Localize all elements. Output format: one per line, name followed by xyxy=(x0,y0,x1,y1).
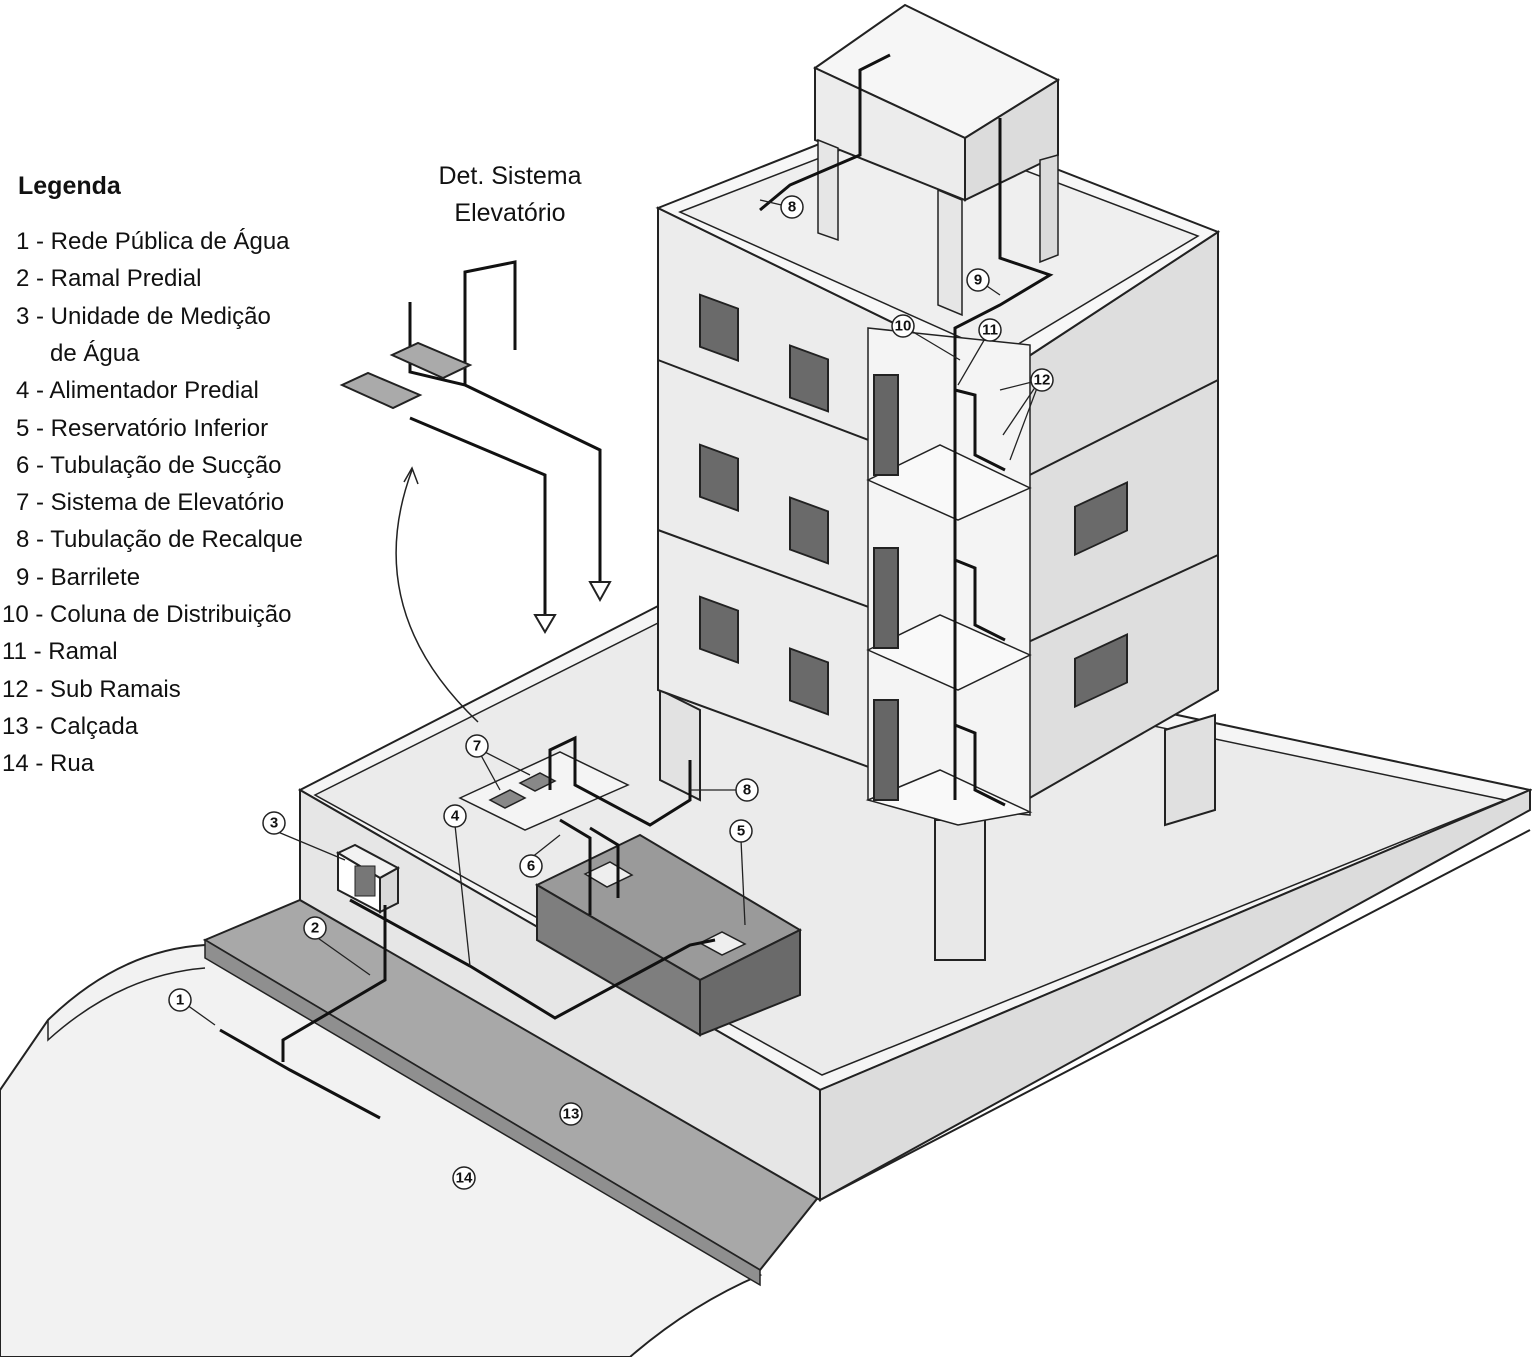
legend-item: 1 - Rede Pública de Água xyxy=(16,228,290,255)
sidewalk xyxy=(202,898,822,1287)
svg-text:13: 13 xyxy=(563,1106,580,1123)
callout-4: 4 xyxy=(443,804,467,828)
legend-item: 12 - Sub Ramais xyxy=(2,675,181,703)
legend-item: 13 - Calçada xyxy=(2,712,139,740)
svg-text:4: 4 xyxy=(451,808,460,825)
svg-text:12: 12 xyxy=(1034,372,1051,389)
callout-6: 6 xyxy=(519,854,543,878)
svg-text:7: 7 xyxy=(473,738,481,755)
legend-item: 2 - Ramal Predial xyxy=(16,265,202,293)
legend-item: 11 - Ramal xyxy=(2,638,118,666)
callout-2: 2 xyxy=(303,916,327,940)
detail-arrow xyxy=(395,466,479,723)
svg-text:8: 8 xyxy=(743,782,751,799)
callout-5: 5 xyxy=(729,819,753,843)
svg-text:1: 1 xyxy=(176,992,184,1009)
legend-item: 4 - Alimentador Predial xyxy=(16,377,259,405)
legend-item: 10 - Coluna de Distribuição xyxy=(2,601,292,628)
legend-item: de Água xyxy=(50,339,140,367)
svg-text:11: 11 xyxy=(982,322,998,339)
svg-text:6: 6 xyxy=(527,858,535,875)
svg-text:14: 14 xyxy=(456,1170,473,1187)
pipes xyxy=(219,53,1054,1120)
svg-text:5: 5 xyxy=(737,823,745,840)
svg-text:2: 2 xyxy=(311,920,319,937)
legend-title: Legenda xyxy=(18,172,121,200)
pump-pad xyxy=(458,751,630,831)
svg-text:9: 9 xyxy=(974,272,982,289)
lower-reservoir xyxy=(534,833,803,1037)
callout-8-lower: 8 xyxy=(735,778,759,802)
legend-item: 9 - Barrilete xyxy=(16,563,141,591)
callout-13: 13 xyxy=(559,1102,583,1126)
callout-12: 12 xyxy=(1030,368,1054,392)
callout-7: 7 xyxy=(465,734,489,758)
detail-title-line1: Det. Sistema xyxy=(438,162,582,190)
legend-item: 7 - Sistema de Elevatório xyxy=(16,489,285,517)
svg-text:10: 10 xyxy=(895,318,912,335)
svg-text:3: 3 xyxy=(270,815,278,832)
detail-title: Det. Sistema Elevatório xyxy=(400,158,620,232)
svg-text:8: 8 xyxy=(788,199,796,216)
legend-item: 3 - Unidade de Medição xyxy=(16,302,271,330)
legend-item: 6 - Tubulação de Sucção xyxy=(16,451,282,479)
detail-title-line2: Elevatório xyxy=(454,199,566,227)
callouts: 1 2 3 4 5 6 7 8 8 9 10 11 12 13 14 xyxy=(168,195,1054,1190)
callout-10: 10 xyxy=(891,314,915,338)
callout-11: 11 xyxy=(978,318,1002,342)
callout-1: 1 xyxy=(168,988,192,1012)
legend-item: 14 - Rua xyxy=(2,750,95,778)
legend-item: 8 - Tubulação de Recalque xyxy=(16,526,303,554)
callout-8-roof: 8 xyxy=(780,195,804,219)
callout-14: 14 xyxy=(452,1166,476,1190)
lot-wall xyxy=(297,603,1532,1202)
legend-item: 5 - Reservatório Inferior xyxy=(16,414,269,442)
detail-elevator-pads xyxy=(339,341,612,634)
upper-reservoir xyxy=(813,3,1061,317)
callout-9: 9 xyxy=(966,268,990,292)
callout-3: 3 xyxy=(262,811,286,835)
water-meter-box xyxy=(335,843,401,914)
